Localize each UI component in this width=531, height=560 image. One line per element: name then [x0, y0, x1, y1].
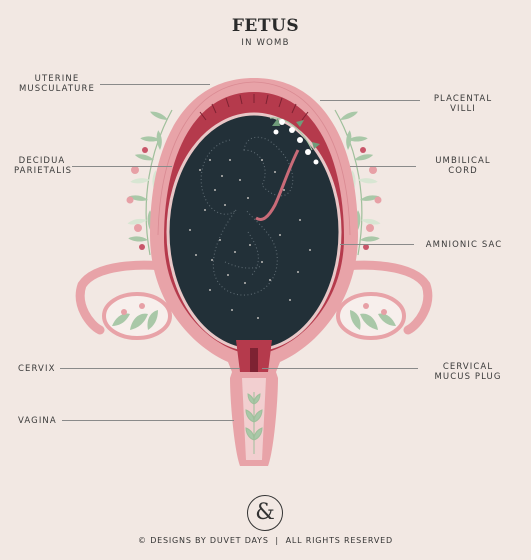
- label-umbilical-cord: UMBILICAL CORD: [435, 156, 491, 176]
- leader-placental-villi: [320, 100, 420, 101]
- left-foliage: [126, 106, 173, 256]
- leader-cervix: [60, 368, 240, 369]
- label-amnionic-sac: AMNIONIC SAC: [425, 240, 503, 250]
- label-vagina: VAGINA: [18, 416, 57, 426]
- fetus-silhouette: [200, 136, 294, 296]
- copyright-footer: © DESIGNS BY DUVET DAYS | ALL RIGHTS RES…: [138, 536, 393, 545]
- right-foliage: [334, 106, 382, 256]
- brand-logo: &: [247, 495, 283, 531]
- label-placental-villi: PLACENTAL VILLI: [433, 94, 493, 114]
- vagina: [230, 372, 278, 466]
- label-decidua-parietalis: DECIDUA PARIETALIS: [14, 156, 73, 176]
- leader-amnionic-sac: [340, 244, 414, 245]
- label-cervix: CERVIX: [18, 364, 56, 374]
- uterine-fibres: [157, 81, 351, 236]
- amniotic-sac: [166, 112, 342, 352]
- fallopian-tubes: [75, 260, 433, 335]
- page-title: FETUS: [231, 16, 300, 36]
- umbilical-cord: [255, 149, 300, 221]
- cervix: [236, 340, 272, 372]
- villi-texture: [199, 94, 309, 121]
- leader-vagina: [62, 420, 234, 421]
- label-cervical-mucus-plug: CERVICAL MUCUS PLUG: [434, 362, 502, 382]
- leader-decidua-parietalis: [72, 166, 172, 167]
- label-uterine-musculature: UTERINE MUSCULATURE: [19, 74, 95, 94]
- placenta-flowers: [269, 117, 320, 165]
- leader-uterine-musculature: [100, 84, 210, 85]
- page-subtitle: IN WOMB: [241, 38, 290, 48]
- leader-cervical-mucus-plug: [262, 368, 418, 369]
- sac-stars: [189, 159, 311, 319]
- ovaries: [102, 292, 406, 340]
- leader-umbilical-cord: [350, 166, 416, 167]
